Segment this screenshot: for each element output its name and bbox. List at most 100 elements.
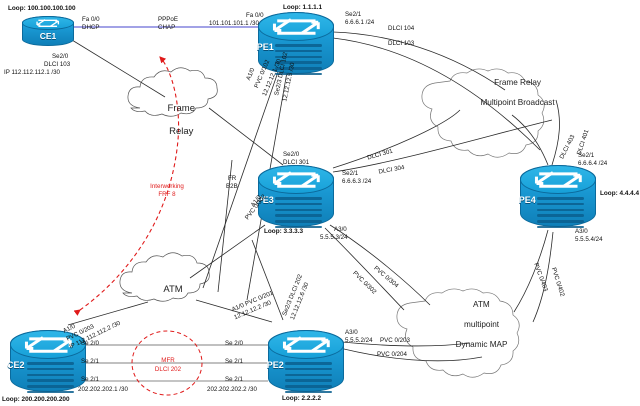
device-top xyxy=(258,165,334,194)
loopback-ce2: Loop: 200.200.200.200 xyxy=(2,396,70,403)
iface-ce1-dlci103: DLCI 103 xyxy=(44,61,71,68)
device-stack xyxy=(26,362,74,394)
iface-pe2-se20: Se 2/0 xyxy=(225,340,243,347)
device-pe4[interactable]: PE4 xyxy=(519,165,596,229)
mfr-bundle-marker xyxy=(131,330,203,396)
iface-pe1-fa00: Fa 0/0 xyxy=(246,12,264,19)
device-top xyxy=(520,165,596,194)
loopback-pe2: Loop: 2.2.2.2 xyxy=(282,395,322,402)
cloud-line-1: Frame Relay xyxy=(494,78,541,87)
link-pe2-atmmultipoint-pvc0203 xyxy=(331,340,471,347)
device-pe1[interactable]: PE1 xyxy=(257,12,334,76)
device-ce2[interactable]: CE2 xyxy=(7,330,86,394)
dlci-103: DLCI 103 xyxy=(388,40,415,47)
device-top xyxy=(22,16,74,30)
link-pe3-atmmultipoint-pvc0302 xyxy=(324,227,405,311)
pppoe-label: PPPoE xyxy=(158,16,178,23)
cloud-label-frame-relay: Frame Relay xyxy=(140,91,212,149)
interworking-label-line1: Interworking xyxy=(150,183,184,190)
device-pe3[interactable]: PE3 xyxy=(257,165,334,229)
pvc-0204-label: PVC 0/204 xyxy=(377,351,407,358)
router-arrows-icon xyxy=(272,171,320,188)
cloud-line-2: multipoint xyxy=(464,320,500,329)
iface-ce2-se21b: Se 2/1 xyxy=(81,376,99,383)
cloud-label-fr-multipoint: Frame Relay Multipoint Broadcast xyxy=(440,68,586,118)
interworking-label-line2: FRF 8 xyxy=(158,191,176,198)
iface-pe2-se21b: Se 2/1 xyxy=(225,376,243,383)
link-fr-b2b xyxy=(217,159,233,293)
link-pe3-frmultipoint-dlci301 xyxy=(332,109,461,169)
router-arrows-icon xyxy=(24,336,72,353)
link-pe4-frmultipoint-dlci401 xyxy=(551,99,560,166)
device-stack xyxy=(274,197,322,229)
cloud-line-2: Multipoint Broadcast xyxy=(480,98,555,107)
cloud-line-2: Relay xyxy=(169,125,194,137)
device-top xyxy=(258,12,334,41)
link-atm-pe2 xyxy=(195,299,273,323)
iface-pe1-fa-ip: 101.101.101.1 /30 xyxy=(209,20,259,27)
iface-ip: 12.12.12.5 /30 xyxy=(281,62,297,103)
link-interworking-frf8 xyxy=(73,56,180,316)
link-pe4-atmmultipoint-pvc0403 xyxy=(513,229,549,313)
cloud-label-atm: ATM xyxy=(132,272,204,307)
iface-ce1-ip: IP 112.112.112.1 /30 xyxy=(4,69,60,76)
iface-pe2-a30: A3/0 xyxy=(345,329,358,336)
chap-label: CHAP xyxy=(158,24,176,31)
iface-ce1-fa00: Fa 0/0 xyxy=(82,16,100,23)
router-arrows-icon xyxy=(36,19,60,27)
link-pe3-atm-a10 xyxy=(189,224,266,279)
link-ce1-framerelay xyxy=(71,39,166,98)
device-stack xyxy=(274,44,322,76)
loopback-pe3: Loop: 3.3.3.3 xyxy=(264,228,304,235)
link-pe3-frmultipoint-dlci304 xyxy=(332,119,553,173)
device-label: PE4 xyxy=(518,194,536,205)
device-label: CE1 xyxy=(39,31,57,41)
cloud-atm-multipoint xyxy=(396,288,520,378)
cloud-line-1: ATM xyxy=(472,300,490,309)
link-pe1-atm-a10 xyxy=(202,71,279,289)
device-pe2[interactable]: PE2 xyxy=(267,330,344,394)
loopback-pe1: Loop: 1.1.1.1 xyxy=(283,4,323,11)
loopback-pe4: Loop: 4.4.4.4 xyxy=(600,190,640,197)
dlci-id: DLCI 403 xyxy=(558,133,577,161)
loopback-ce1: Loop: 100.100.100.100 xyxy=(8,5,76,12)
iface-pe1-se21-ip: 6.6.6.1 /24 xyxy=(345,19,375,26)
device-stack xyxy=(284,362,332,394)
cloud-label-atm-multipoint: ATM multipoint Dynamic MAP xyxy=(412,290,542,360)
iface-pe4-a30: A3/0 xyxy=(575,228,588,235)
iface-pe3-a30: A3/0 xyxy=(334,226,347,233)
cloud-line-3: Dynamic MAP xyxy=(455,340,508,349)
iface-pe2-serial-ip: 202.202.202.2 /30 xyxy=(207,386,257,393)
device-stack xyxy=(536,197,584,229)
iface-pe1-se21: Se2/1 xyxy=(345,11,362,18)
cloud-line-1: ATM xyxy=(163,283,183,295)
link-ce2-atm xyxy=(67,301,149,326)
link-pe2-pe3-se23 xyxy=(251,239,284,321)
router-arrows-icon xyxy=(272,18,320,35)
iface-pe3-se21-ip: 6.6.6.3 /24 xyxy=(342,178,372,185)
fr-b2b-line2: B2B xyxy=(226,183,238,190)
cloud-frame-relay-multipoint xyxy=(421,68,545,158)
cloud-line-1: Frame xyxy=(167,102,195,114)
iface-pe4-se21-ip: 6.6.6.4 /24 xyxy=(578,160,608,167)
device-top xyxy=(10,330,86,359)
link-pe1-frmultipoint-dlci104 xyxy=(332,31,506,91)
iface-pe2-a30-ip: 5.5.5.2/24 xyxy=(345,337,373,344)
iface-ce2-se20: Se 2/0 xyxy=(81,340,99,347)
device-label: CE2 xyxy=(6,359,25,370)
mfr-label-line1: MFR xyxy=(161,357,175,364)
pvc-id: PVC 0/402 xyxy=(549,266,566,298)
iface-pe4-a30-ip: 5.5.5.4/24 xyxy=(575,236,603,243)
device-label: PE2 xyxy=(266,359,284,370)
router-arrows-icon xyxy=(282,336,330,353)
iface-ce1-dhcp: DHCP xyxy=(82,24,100,31)
link-pe2-atmmultipoint-pvc0204 xyxy=(331,345,483,362)
link-pe1-frmultipoint-dlci103 xyxy=(332,37,541,151)
link-pe4-atmmultipoint-pvc0402 xyxy=(532,231,554,323)
device-label: PE3 xyxy=(256,194,274,205)
iface-ce2-serial-ip: 202.202.202.1 /30 xyxy=(78,386,128,393)
device-ce1[interactable]: CE1 xyxy=(22,16,74,46)
iface-pe4-se21: Se2/1 xyxy=(578,152,595,159)
router-arrows-icon xyxy=(534,171,582,188)
